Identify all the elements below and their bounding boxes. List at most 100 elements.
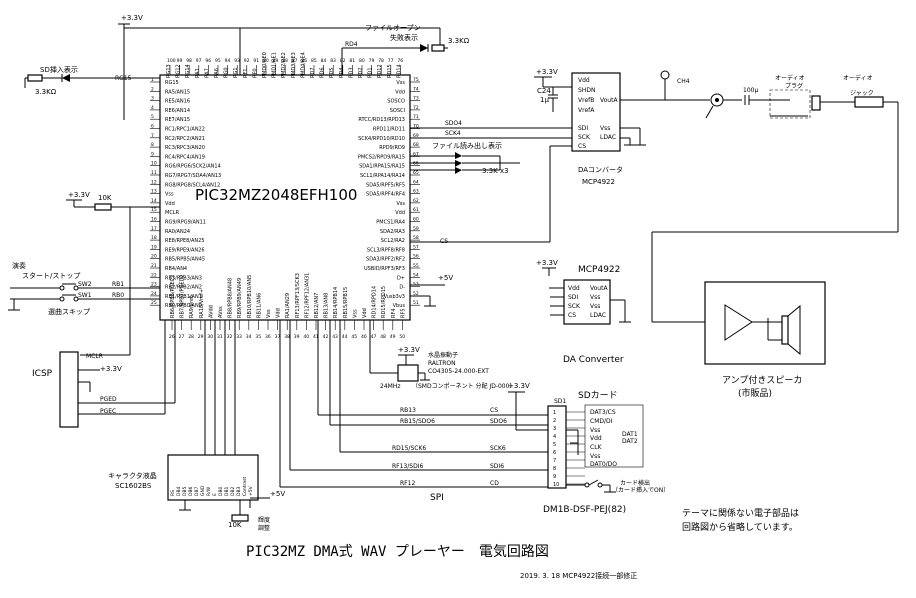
mcu-pin-number: 31: [217, 334, 223, 340]
mcu-pin-number: 93: [234, 58, 240, 64]
rb0-label: RB0: [112, 292, 124, 299]
mcu-bottom-pin-label: RA1/AN29: [285, 293, 291, 318]
mcu-pin-number: 82: [340, 58, 346, 64]
mcu-top-pin-label: RD7: [310, 67, 316, 78]
mcu-pin-number: 58: [413, 235, 419, 241]
svg-text:Vdd: Vdd: [578, 77, 590, 84]
led-file-read: ファイル読み出し表示 3.3K x3: [410, 141, 520, 175]
mcu-pin-number: 42: [323, 334, 329, 340]
lcd-pin-label: DB5: [182, 486, 188, 496]
switches: 演奏 スタート/ストップ 選曲スキップ SW2 SW1 RB1 RB0: [8, 261, 160, 316]
mcu-top-pin-label: PMD0/RE0: [262, 52, 268, 78]
mcu-right-pin-label: Vdd: [395, 89, 405, 95]
mcu-pin-number: 2: [151, 86, 154, 92]
svg-text:Vss: Vss: [590, 303, 600, 310]
mcu-left-pin-label: RC2/RPC2/AN21: [165, 136, 205, 142]
dac-part: MCP4922: [582, 178, 615, 186]
mcu-pin-number: 39: [294, 334, 300, 340]
sd-insert-label: SD挿入表示: [40, 65, 78, 74]
mcu-left-pin-label: RA5/AN15: [165, 89, 190, 95]
mcu-bottom-pin-label: RA10/Vref+: [199, 289, 205, 318]
mcu-pin-number: 33: [236, 334, 242, 340]
mcu-pin-number: 45: [351, 334, 357, 340]
sw1-label: SW1: [78, 292, 92, 299]
mcu-right-pin-label: D+: [397, 275, 405, 281]
mcu-right-pin-label: SOSCI: [390, 108, 405, 114]
mcu-pin-number: 81: [349, 58, 355, 64]
mcu-pin-number: 28: [188, 334, 194, 340]
mcu-right-pin-label: Vss: [396, 80, 405, 86]
mcu-pin-number: 21: [151, 263, 157, 269]
mcu-left-pin-label: RE9/RPE9/AN26: [165, 247, 205, 253]
mcu-body: [159, 74, 411, 321]
mcu-left-pin-label: MCLR: [165, 210, 180, 216]
mcu-left-pin-label: RC1/RPC1/AN22: [165, 127, 205, 133]
svg-text:Vss: Vss: [590, 453, 600, 460]
mcu-pin-number: 20: [151, 254, 157, 260]
pgec-label: PGEC: [100, 408, 116, 415]
svg-text:DAT3/CS: DAT3/CS: [590, 409, 616, 416]
mcu-pin-number: 76: [397, 58, 403, 64]
revision-note: 2019. 3. 18 MCP4922接続一部修正: [520, 571, 637, 580]
svg-text:VoutA: VoutA: [590, 285, 608, 292]
mcu-bottom-pin-label: RB13/AN8: [324, 293, 330, 318]
mcu-right-pin-label: SCL1/RPA14/RA14: [360, 173, 405, 179]
mcu-top-pin-label: RD1: [368, 67, 374, 78]
footer: テーマに関係ない電子部品は 回路図から省略しています。 PIC32MZ DMA式…: [246, 507, 799, 580]
led-icon: [420, 44, 428, 52]
mcu-left-pin-label: RB0/RPB0/AN0: [165, 303, 202, 309]
mcu-pin-number: 95: [215, 58, 221, 64]
svg-text:SHDN: SHDN: [578, 87, 595, 94]
mcu-right-pin-label: SCK4/RPD10/RD10: [358, 136, 405, 142]
r-33k-top-label: 3.3KΩ: [448, 37, 470, 45]
svg-text:SCK: SCK: [568, 303, 581, 310]
sd-pin-number: 2: [553, 418, 556, 424]
svg-text:CS: CS: [578, 143, 586, 150]
mcu-pin-number: 89: [273, 58, 279, 64]
mcu-right-pin-label: Vdd: [395, 210, 405, 216]
mcu-bottom-pin-label: RB15/RPB15: [343, 287, 349, 318]
mcu-pin-number: 91: [253, 58, 259, 64]
mcu-bottom-pins: RB6/RPB6/PGEC226RB7/RPB7/PGED227RA9/Vref…: [169, 273, 406, 340]
mcu-pin-number: 66: [413, 161, 419, 167]
svg-text:SDI: SDI: [578, 125, 588, 132]
mcu-pin-number: 23: [151, 282, 157, 288]
r-10k-lcd-label: 10K: [228, 521, 242, 529]
mcu-left-pin-label: RC3/RPC3/AN20: [165, 145, 205, 151]
mcu-pin-number: 100: [167, 58, 176, 64]
mcu-bottom-pin-label: AVss: [218, 306, 224, 318]
jack-word-label: ジャック: [850, 90, 874, 97]
footnote-line2: 回路図から省略しています。: [682, 521, 798, 533]
mcu-bottom-pin-label: RD14/RPD14: [372, 286, 378, 318]
mcu-pin-number: 54: [413, 272, 419, 278]
mcu-pin-number: 1: [151, 77, 154, 83]
mcu-pin-number: 65: [413, 170, 419, 176]
sdo4-label: SDO4: [445, 120, 462, 127]
mcu-pin-number: 9: [151, 151, 154, 157]
mcu-right-pin-label: RTCC/RD13/RPD13: [358, 117, 405, 123]
mcu-pin-number: 36: [265, 334, 271, 340]
mcu-pin-number: 83: [330, 58, 336, 64]
sig-cd-label: CD: [490, 480, 499, 487]
mcu-right-pin-label: PMCS1/RA4: [376, 220, 405, 226]
ch4-label: CH4: [677, 78, 690, 85]
lcd-pin-label: +5V: [248, 485, 254, 496]
mcu-right-pin-label: Vss: [396, 201, 405, 207]
svg-text:Vss: Vss: [600, 125, 610, 132]
mcu-pin-number: 18: [151, 235, 157, 241]
mcu-top-pin-label: RA1: [195, 68, 201, 78]
mcu-right-pin-label: RPD9/RD9: [379, 145, 405, 151]
sd-pin-number: 1: [553, 410, 556, 416]
led-icon: [455, 160, 462, 167]
mcu-pin-number: 48: [380, 334, 386, 340]
sd-pin-number: 6: [553, 450, 556, 456]
mcu-right-pin-label: SCL2/RA2: [381, 238, 405, 244]
lcd-pin-label: DB7: [194, 486, 200, 496]
osc-name: 水晶振動子: [428, 351, 458, 359]
mcu-bottom-pin-label: RB8/RPB8/AN48: [228, 278, 234, 318]
mcu-right-pin-label: SDA1/RPA15/RA15: [359, 164, 405, 170]
svg-text:VrefB: VrefB: [578, 97, 594, 104]
mcu-top-pin-label: RD14: [396, 64, 402, 78]
